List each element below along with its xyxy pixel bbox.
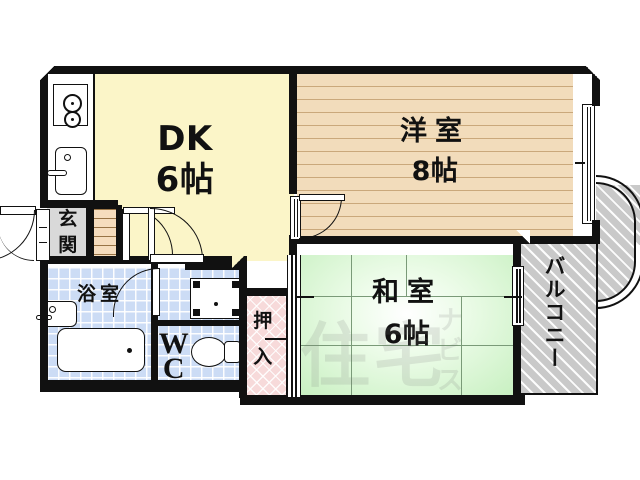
toilet-bowl-icon xyxy=(191,337,227,367)
corner-chamfer-yoshitsu xyxy=(516,230,530,244)
room-label-washitsu: 和室 xyxy=(372,277,442,308)
room-label-dk: DK xyxy=(157,119,213,159)
wall-washer-bottom xyxy=(158,320,243,326)
balcony-bottom-edge xyxy=(520,393,598,395)
window-yoshitsu-east[interactable] xyxy=(582,104,595,224)
wall-dk-bottom xyxy=(40,200,118,208)
balcony-label: バルコニー xyxy=(542,255,566,370)
tatami-seam xyxy=(296,345,517,347)
tatami-seam xyxy=(461,296,463,395)
wall-dk-yoshitsu xyxy=(289,66,297,194)
wall-exterior-top xyxy=(40,66,600,74)
wall-wc-top xyxy=(185,263,243,270)
wall-exterior-bottom-left xyxy=(40,380,245,392)
room-label-genkan-2: 関 xyxy=(58,234,78,256)
wall-yoshitsu-bottom xyxy=(289,236,529,244)
wall-bath-wc-lower xyxy=(151,315,158,385)
hall-door-sill xyxy=(150,254,204,263)
closet-label-oshiire: 押 xyxy=(253,310,273,332)
room-yoshitsu-floor xyxy=(297,73,573,242)
fusuma-hall-washitsu[interactable] xyxy=(287,255,301,397)
wall-genkan-step-right xyxy=(116,205,122,261)
washer-space-icon xyxy=(190,278,242,319)
wall-yoshitsu-bottom-right xyxy=(513,236,600,244)
corner-chamfer xyxy=(40,66,54,80)
wall-exterior-right-bottom xyxy=(592,220,600,244)
door-dk-yoshitsu-leaf[interactable] xyxy=(299,194,345,201)
wall-washitsu-balcony xyxy=(513,243,521,267)
gas-stove-icon xyxy=(53,84,88,128)
entrance-door-frame[interactable] xyxy=(36,209,50,261)
wall-exterior-right-top xyxy=(592,66,600,106)
balcony-handle-line xyxy=(504,296,522,298)
yoshitsu-window-handle xyxy=(575,162,585,164)
room-label-yoshitsu: 洋室 xyxy=(400,116,470,147)
closet-label-oshiire-2: 入 xyxy=(253,346,273,368)
wall-closet-top xyxy=(239,288,293,296)
balcony-outer-edge xyxy=(596,243,598,395)
balcony-floor xyxy=(520,243,598,395)
closet-oshiire-floor xyxy=(240,295,286,405)
room-label-yokushitsu: 浴室 xyxy=(76,283,123,305)
wall-exterior-left xyxy=(40,66,48,206)
room-genkan-floor xyxy=(47,208,89,261)
tatami-seam xyxy=(351,296,353,395)
wall-exterior-bottom-right xyxy=(240,395,525,405)
room-label-wc-w: W xyxy=(158,327,190,360)
room-size-dk: 6帖 xyxy=(155,160,215,200)
bathtub-icon xyxy=(57,328,145,372)
wall-washitsu-balcony-lower xyxy=(513,322,521,398)
wall-genkan-dk xyxy=(86,205,94,261)
corner-chamfer-right xyxy=(586,66,600,80)
kitchen-faucet-icon xyxy=(47,170,67,176)
tatami-seam xyxy=(351,255,353,296)
tatami-seam xyxy=(296,296,517,298)
tatami-seam xyxy=(406,255,408,296)
wall-hall-right xyxy=(239,256,247,398)
room-size-yoshitsu: 8帖 xyxy=(411,156,459,187)
wall-exterior-left-bath xyxy=(40,262,48,392)
room-label-genkan: 玄 xyxy=(58,208,78,230)
balcony-bulge xyxy=(596,182,636,302)
wall-dk-yoshitsu-lower xyxy=(289,235,297,263)
room-size-washitsu: 6帖 xyxy=(383,319,431,350)
corner-chamfer-hall xyxy=(232,256,244,268)
wall-dk-hall xyxy=(47,256,247,264)
fusuma-handle-line xyxy=(296,296,314,298)
room-label-wc-c: C xyxy=(162,352,186,385)
oshiire-door-line xyxy=(265,338,287,340)
genkan-step-icon xyxy=(93,208,118,261)
